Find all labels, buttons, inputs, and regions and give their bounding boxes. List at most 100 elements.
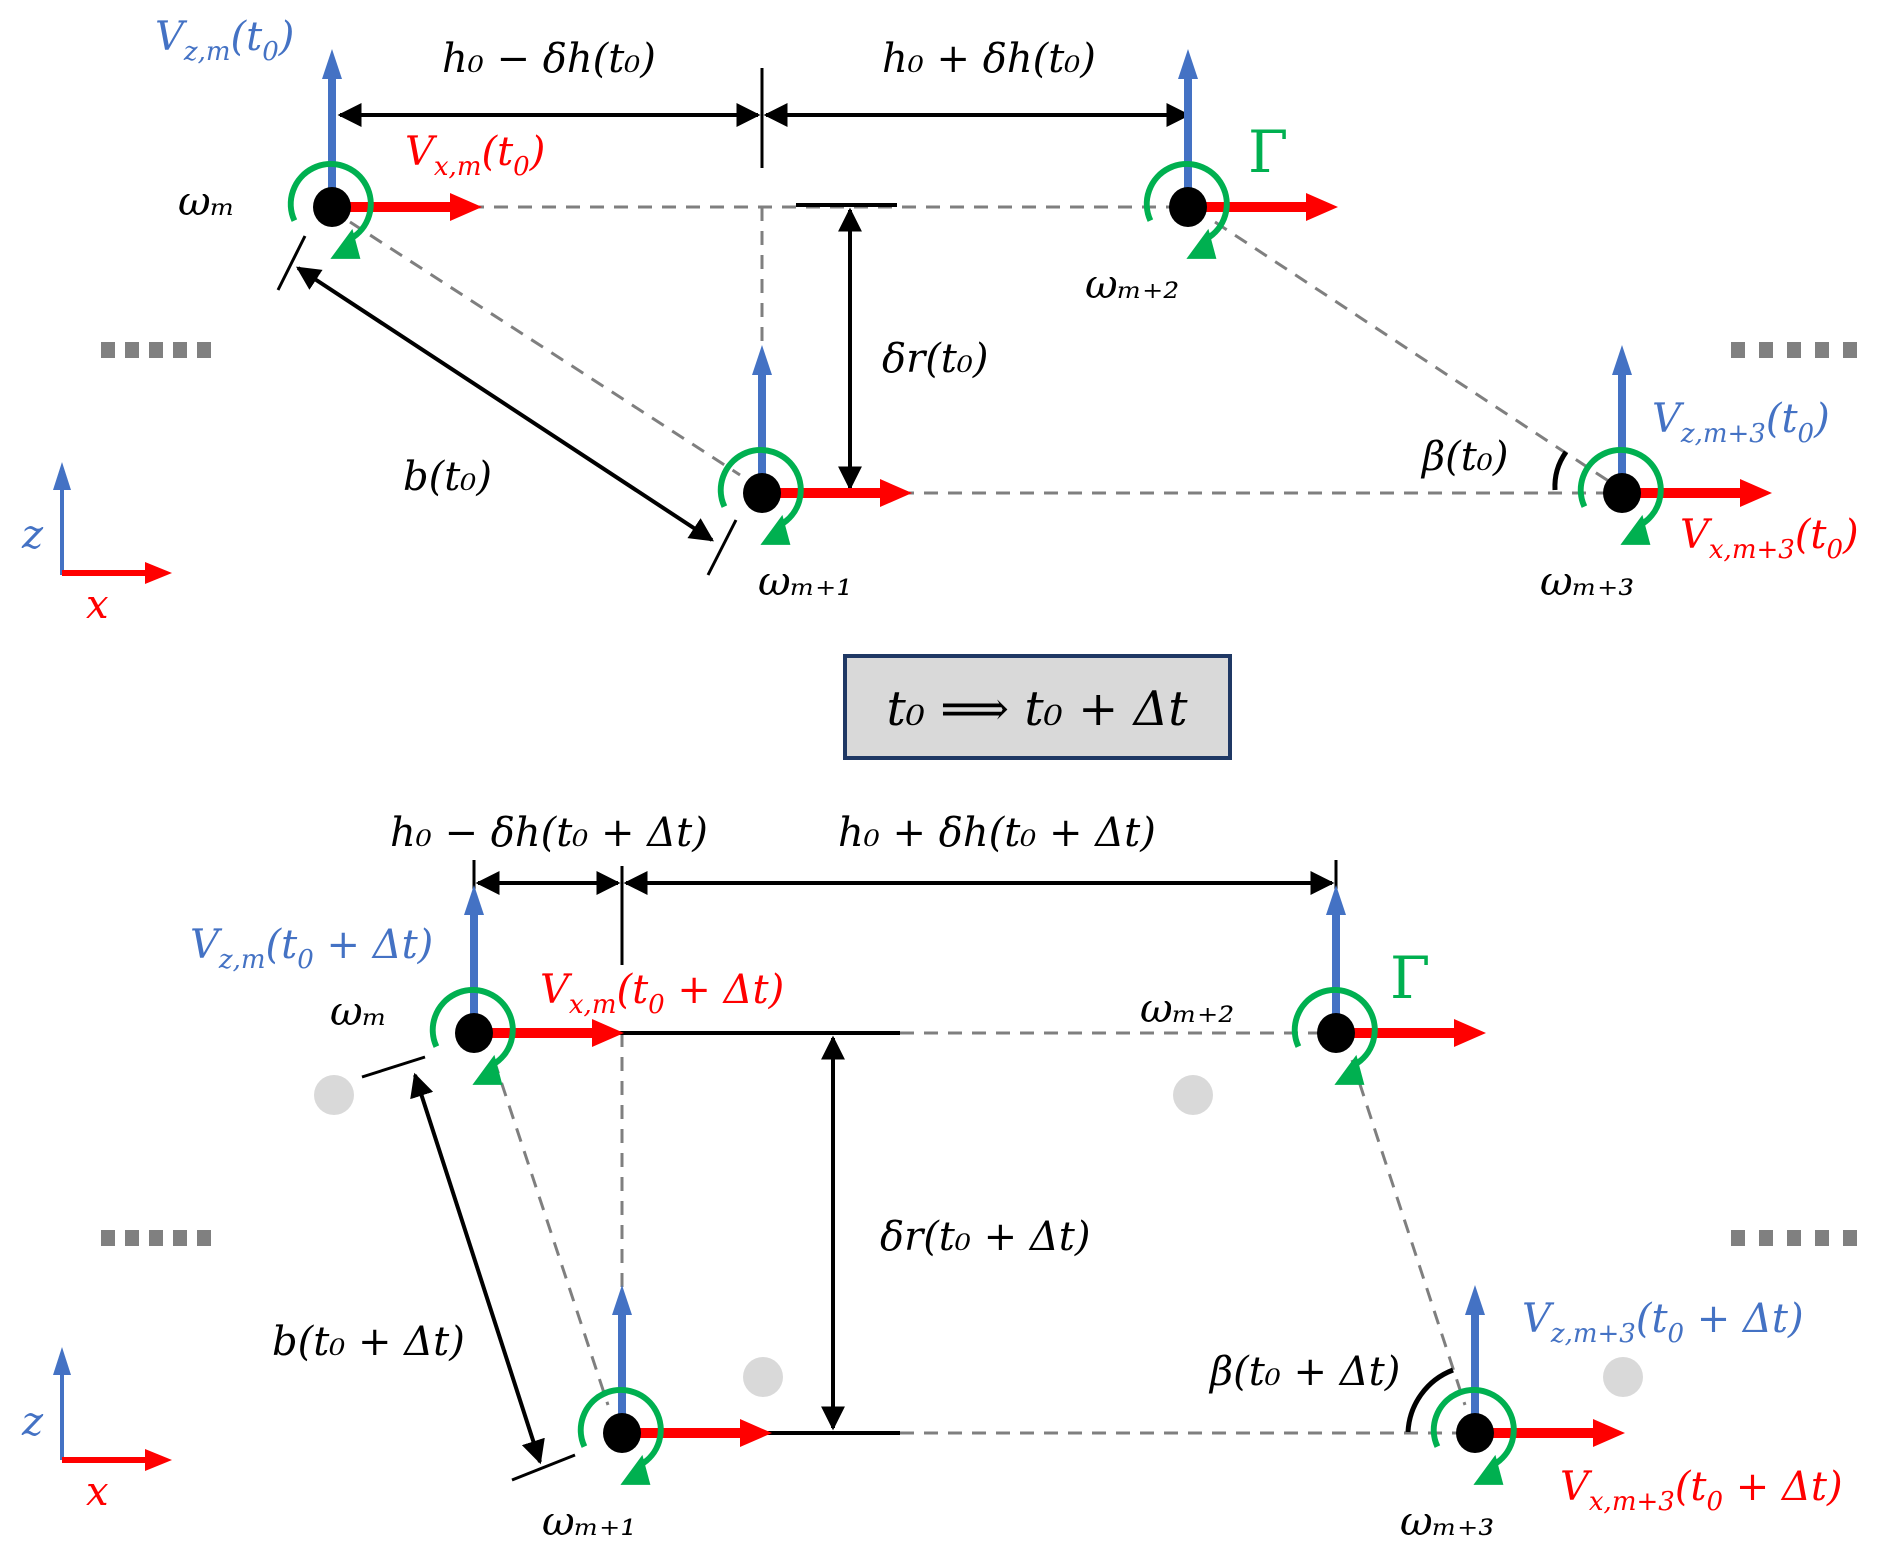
ghost-vortex [314,1075,354,1115]
vz-m-label: Vz,m(t0 + Δt) [190,922,433,975]
transition-label: t₀ ⟹ t₀ + Δt [886,681,1188,737]
top-axes-indicator: z x [21,462,172,628]
vortex-core [313,187,351,227]
circulation-arc-icon [287,161,374,242]
bottom-spacing-dimension [472,860,1338,965]
distance-label: b(t₀ + Δt) [272,1319,465,1365]
angle-label: β(t₀) [1420,434,1508,480]
dashed-link-m-m1 [349,220,741,477]
dashed-link-m2-m3 [1350,1059,1467,1406]
top-spacing-dimension [337,68,1191,168]
vx-m-label: Vx,m(t0 + Δt) [540,967,784,1020]
omega-m2-label: ωₘ₊₂ [1140,986,1234,1032]
b-arrow [295,266,715,542]
vortex-m [287,49,482,259]
vortex-m3 [1430,1285,1625,1485]
vz-m3-label: Vz,m+3(t0 + Δt) [1522,1296,1804,1349]
circulation-arc-icon [577,1387,664,1468]
vortex-core [1317,1013,1355,1053]
vortex-m2 [1143,49,1338,259]
radial-offset-label: δr(t₀) [882,336,989,382]
bottom-distance-b [361,1055,576,1482]
top-radial-offset [796,203,897,491]
vx-m3-label: Vx,m+3(t0 + Δt) [1560,1464,1843,1517]
b-cap-bottom [511,1453,576,1482]
dashed-link-m-m1 [492,1059,610,1406]
circulation-arrowhead-icon [760,514,791,545]
ghost-vortices [314,1075,1643,1397]
circulation-arrowhead-icon [1473,1454,1504,1485]
circulation-arrowhead-icon [1334,1054,1365,1085]
ellipsis-left [101,342,211,358]
top-panel: z x Vz,m(t0) Vx,m(t0) h₀ − δh(t₀) h₀ + δ… [21,14,1859,628]
vz-arrowhead [1178,49,1198,79]
dashed-link-m2-m3 [1214,220,1611,484]
bottom-labels: h₀ − δh(t₀ + Δt) h₀ + δh(t₀ + Δt) Vz,m(t… [190,810,1843,1545]
circulation-label: Γ [1248,118,1288,186]
circulation-arc-icon [429,987,516,1068]
vortex-core [1169,187,1207,227]
omega-m1-label: ωₘ₊₁ [758,559,852,605]
circulation-arrowhead-icon [620,1454,651,1485]
transition-box-frame [843,654,1232,760]
omega-m1-label: ωₘ₊₁ [542,1499,636,1545]
ellipsis-right [1731,1230,1857,1246]
b-cap-top [276,235,307,291]
z-axis-label: z [21,1399,44,1445]
spacing-right-label: h₀ + δh(t₀) [882,36,1096,82]
vx-arrowhead [1740,479,1772,507]
vx-arrowhead [450,193,482,221]
vz-arrowhead [1326,885,1346,915]
b-cap-top [361,1055,426,1079]
circulation-arc-icon [1291,987,1378,1068]
vz-arrowhead [1465,1285,1485,1315]
vx-m3-label: Vx,m+3(t0) [1680,512,1859,565]
distance-label: b(t₀) [403,454,492,500]
circulation-arc-icon [1143,161,1230,242]
omega-m2-label: ωₘ₊₂ [1085,262,1179,308]
vz-arrowhead [464,885,484,915]
vz-m-label: Vz,m(t0) [155,14,294,67]
omega-m3-label: ωₘ₊₃ [1400,1499,1494,1545]
vx-arrowhead [880,479,912,507]
vx-arrowhead [740,1419,772,1447]
radial-offset-label: δr(t₀ + Δt) [880,1214,1090,1260]
ghost-vortex [1603,1357,1643,1397]
ghost-vortex [1173,1075,1213,1115]
beta-arc [1552,450,1569,491]
z-axis-label: z [21,512,44,558]
vortex-m3 [1577,345,1772,545]
vortex-m [429,885,624,1085]
transition-box: t₀ ⟹ t₀ + Δt [843,654,1232,760]
vx-m-label: Vx,m(t0) [405,129,545,182]
bottom-panel: z x h₀ − δh(t₀ + Δt) h₀ + δh(t₀ + Δt) Vz… [21,810,1857,1545]
vortex-core [1456,1413,1494,1453]
vx-arrowhead [1454,1019,1486,1047]
vortex-m2 [1291,885,1486,1085]
circulation-arrowhead-icon [330,228,361,259]
vortex-m1 [717,345,912,545]
spacing-left-label: h₀ − δh(t₀ + Δt) [390,810,708,856]
beta-arc [1405,1367,1454,1433]
vortex-core [1603,473,1641,513]
circulation-arc-icon [1430,1387,1517,1468]
omega-m3-label: ωₘ₊₃ [1540,559,1634,605]
vz-m3-label: Vz,m+3(t0) [1652,396,1830,449]
vortex-core [743,473,781,513]
omega-m-label: ωₘ [178,179,235,225]
x-axis-label: x [86,582,109,628]
circulation-label: Γ [1390,944,1430,1012]
vx-arrowhead [592,1019,624,1047]
circulation-arc-icon [717,447,804,528]
circulation-arrowhead-icon [472,1054,503,1085]
vz-arrowhead [752,345,772,375]
angle-label: β(t₀ + Δt) [1208,1349,1400,1395]
bottom-axes-indicator: z x [21,1347,172,1515]
ellipsis-left [101,1230,211,1246]
top-labels: Vz,m(t0) Vx,m(t0) h₀ − δh(t₀) h₀ + δh(t₀… [155,14,1859,605]
spacing-left-label: h₀ − δh(t₀) [442,36,656,82]
b-arrow [410,1072,545,1465]
omega-m-label: ωₘ [330,989,387,1035]
circulation-arrowhead-icon [1186,228,1217,259]
vz-arrowhead [1612,345,1632,375]
